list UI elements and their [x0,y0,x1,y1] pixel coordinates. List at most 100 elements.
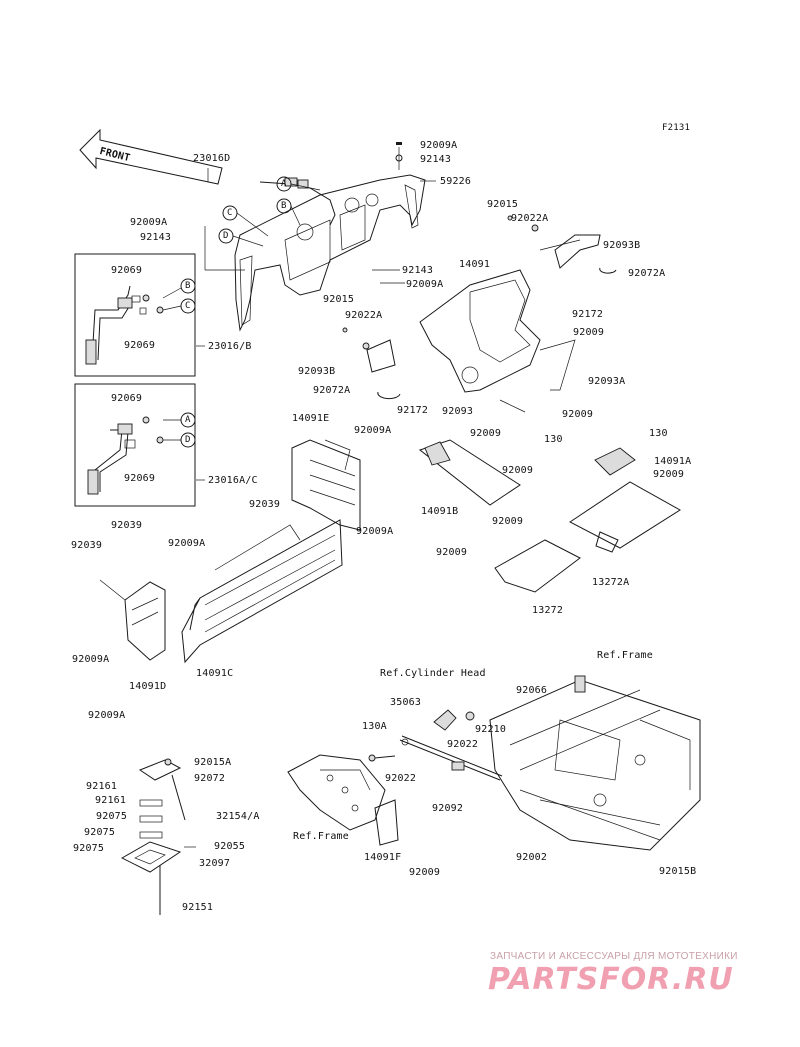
part-label-92055: 92055 [214,841,246,852]
diagram-code: F2131 [662,123,691,133]
part-label-92161-b: 92161 [95,795,127,806]
part-label-92172-right: 92172 [572,309,604,320]
panel-14091E [291,439,361,531]
ref-cylinder-head: Ref.Cylinder Head [380,668,486,679]
part-label-59226: 59226 [440,176,472,187]
part-label-130A: 130A [362,721,387,732]
part-label-92039-e: 92039 [249,499,281,510]
leaders-top [204,142,436,284]
callout-d-box: D [185,435,191,445]
brackets-92093B [342,215,617,400]
part-label-92009A-left: 92009A [130,217,168,228]
callout-b-top: B [281,201,287,211]
part-label-92069-b2: 92069 [124,340,156,351]
part-label-92151: 92151 [182,902,214,913]
part-label-92072A-mid: 92072A [313,385,351,396]
part-label-92009-t1: 92009 [470,428,502,439]
part-label-92009-t4: 92009 [492,516,524,527]
part-label-35063: 35063 [390,697,422,708]
part-label-92072: 92072 [194,773,226,784]
part-label-14091F: 14091F [364,852,402,863]
part-label-92015-mid: 92015 [323,294,355,305]
callout-b-box: B [185,281,191,291]
part-label-14091E: 14091E [292,413,330,424]
part-label-92093B-right: 92093B [603,240,641,251]
watermark-tagline: ЗАПЧАСТИ И АКСЕССУАРЫ ДЛЯ МОТОТЕХНИКИ [490,951,738,962]
part-label-23016B: 23016/B [208,341,252,352]
part-label-92022-a: 92022 [447,739,479,750]
callout-d-top: D [223,231,229,241]
part-label-130-left: 130 [544,434,563,445]
part-label-92143-left: 92143 [140,232,172,243]
battery-tray-32097 [120,758,196,915]
part-label-92009A-top: 92009A [420,140,458,151]
main-frame [489,675,701,851]
callout-c-top: C [227,208,233,218]
part-label-92161-a: 92161 [86,781,118,792]
watermark-logo: PARTSFOR.RU [488,962,734,997]
part-label-13272A: 13272A [592,577,630,588]
floor-tray-14091 [419,239,581,413]
ref-frame-top: Ref.Frame [597,650,653,661]
part-label-92093A: 92093A [588,376,626,387]
callout-c-box: C [185,301,191,311]
part-label-92009-t2: 92009 [502,465,534,476]
part-label-92009-t5: 92009 [436,547,468,558]
part-label-92009A-c: 92009A [168,538,206,549]
part-label-92093: 92093 [442,406,474,417]
part-label-130-right: 130 [649,428,668,439]
part-label-92015-right: 92015 [487,199,519,210]
part-label-92069-c2: 92069 [124,473,156,484]
part-label-92022-b: 92022 [385,773,417,784]
part-label-92009A-e2: 92009A [356,526,394,537]
part-label-92009-t3: 92009 [653,469,685,480]
part-label-92009A-d1: 92009A [72,654,110,665]
panel-14091C [181,519,343,664]
part-label-14091A: 14091A [654,456,692,467]
part-label-92092: 92092 [432,803,464,814]
part-label-13272: 13272 [532,605,564,616]
part-label-92075-b: 92075 [84,827,116,838]
part-label-92015B: 92015B [659,866,697,877]
part-label-92015A: 92015A [194,757,232,768]
part-label-92210: 92210 [475,724,507,735]
frame-piece-left [287,754,399,846]
part-label-32097: 32097 [199,858,231,869]
part-label-92172-mid: 92172 [397,405,429,416]
callout-a-top: A [281,179,287,189]
part-label-92009A-e: 92009A [354,425,392,436]
bracket-14091D [99,579,166,661]
part-label-92022A-mid: 92022A [345,310,383,321]
part-label-92075-c: 92075 [73,843,105,854]
part-label-92002: 92002 [516,852,548,863]
part-label-92009-r1: 92009 [573,327,605,338]
front-arrow [79,128,223,185]
part-label-92009-f: 92009 [409,867,441,878]
part-label-23016D: 23016D [193,153,231,164]
part-label-92009-r2: 92009 [562,409,594,420]
part-label-92075-a: 92075 [96,811,128,822]
part-label-92039-a: 92039 [111,520,143,531]
callout-a-box: A [185,415,191,425]
part-label-92066: 92066 [516,685,548,696]
part-label-92022A-right: 92022A [511,213,549,224]
part-label-92069-b1: 92069 [111,265,143,276]
part-label-32154A: 32154/A [216,811,260,822]
ref-frame-bottom: Ref.Frame [293,831,349,842]
part-label-92143-top: 92143 [420,154,452,165]
part-label-92009A-mid: 92009A [406,279,444,290]
part-label-14091B: 14091B [421,506,459,517]
harness-box-23016B [74,253,205,377]
callout-circles [218,176,321,247]
covers-14091B-13272 [418,439,681,593]
part-label-23016AC: 23016A/C [208,475,258,486]
part-label-92093B-mid: 92093B [298,366,336,377]
part-label-92069-c1: 92069 [111,393,143,404]
part-label-92072A-right: 92072A [628,268,666,279]
axle-35063 [368,709,503,781]
part-label-92143-mid: 92143 [402,265,434,276]
part-label-14091: 14091 [459,259,491,270]
part-label-14091D: 14091D [129,681,167,692]
